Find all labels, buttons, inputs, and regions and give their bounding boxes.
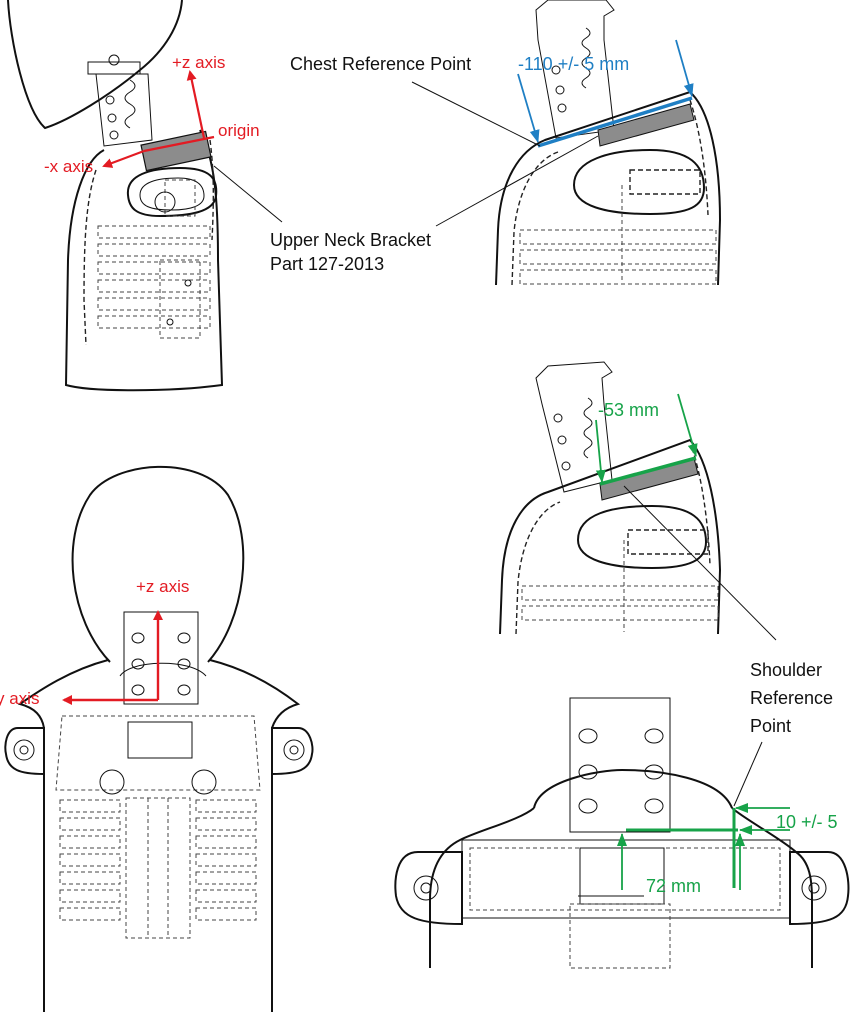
rib-cage-front	[59, 797, 257, 939]
chest-dim-arrow-right	[675, 39, 694, 97]
chest-bracket	[597, 103, 695, 147]
head-outline	[7, 0, 183, 130]
chest-reference-line	[537, 96, 693, 148]
right-shoulder-joint	[271, 727, 314, 776]
z-axis-label-front: +z axis	[136, 577, 189, 596]
shoulder-ref-leader-front	[733, 741, 763, 807]
y-axis-label-front: y axis	[0, 689, 39, 708]
head-front-outline	[71, 465, 245, 663]
chest-reference-panel: -110 +/- 5 mm Chest Reference Point	[290, 0, 722, 286]
shoulder-front-panel: 72 mm 10 +/- 5	[394, 697, 850, 969]
torso-outline-shoulder	[499, 438, 722, 635]
bracket-leader-line	[213, 165, 283, 223]
shoulder-reference-label-1: Shoulder	[750, 660, 822, 680]
chest-dimension-label: -110 +/- 5 mm	[518, 54, 629, 74]
shoulder-reference-line-side	[599, 456, 697, 486]
upper-neck-bracket-label: Upper Neck Bracket	[270, 230, 431, 250]
rib-cage-left	[97, 225, 211, 339]
bracket-leader-line-2	[435, 135, 599, 227]
shoulder-reference-label-3: Point	[750, 716, 791, 736]
side-view-panel-left: +z axis origin -x axis Upper Neck Bracke…	[7, 0, 431, 392]
shoulder-y-dimension-label: 72 mm	[646, 876, 701, 896]
z-axis-label-side: +z axis	[172, 53, 225, 72]
front-view-panel: +z axis y axis	[0, 465, 314, 1012]
shoulder-ref-leader	[623, 485, 777, 641]
x-axis-label-side: -x axis	[44, 157, 93, 176]
chest-ref-leader	[411, 81, 541, 147]
z-axis-arrow-side	[186, 70, 206, 139]
neck-assembly	[87, 54, 153, 147]
shoulder-x-dimension-label: -53 mm	[598, 400, 659, 420]
left-shoulder-joint	[4, 727, 45, 776]
shoulder-dim-arrow-right	[677, 393, 698, 457]
shoulder-reference-label-2: Reference	[750, 688, 833, 708]
torso-front-outline	[17, 659, 301, 1012]
upper-neck-bracket-part: Part 127-2013	[270, 254, 384, 274]
chest-dim-arrow-left	[517, 73, 540, 143]
shoulder-z-dimension-label: 10 +/- 5	[776, 812, 838, 832]
origin-label: origin	[218, 121, 260, 140]
right-shoulder-joint-detail	[789, 851, 850, 926]
chest-reference-point-label: Chest Reference Point	[290, 54, 471, 74]
neck-bracket-plate-front	[123, 611, 199, 705]
left-shoulder-joint-detail	[394, 851, 463, 926]
shoulder-side-panel: -53 mm Shoulder Reference Point	[499, 361, 833, 736]
origin-marker	[143, 135, 215, 153]
shoulder-dim-arrow-left	[595, 419, 606, 483]
x-axis-arrow-side	[102, 149, 145, 168]
neck-bracket-plate-detail	[569, 697, 671, 833]
